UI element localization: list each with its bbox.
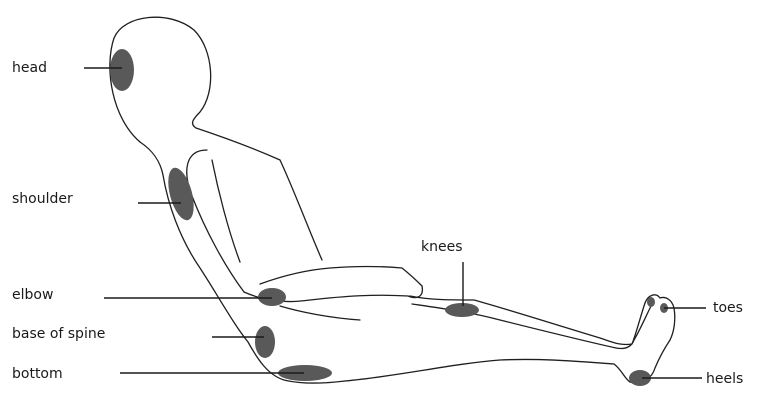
figure-upper-arm-outline [187,150,244,292]
base-of-spine-pressure-area [255,326,275,358]
pressure-areas [110,49,668,386]
heels-label: heels [706,371,743,387]
shoulder-label: shoulder [12,191,73,207]
leader-lines [84,68,706,378]
head-pressure-area [110,49,134,91]
toes-label: toes [713,300,743,316]
knees-pressure-area [445,303,479,317]
toes-pressure-area-left [647,297,655,307]
seated-figure [110,17,675,383]
knees-label: knees [421,239,463,255]
shoulder-pressure-area [163,165,198,223]
figure-torso-front-outline [196,128,322,260]
head-label: head [12,60,47,76]
figure-leg-top-outline [410,296,645,345]
figure-forearm-top-outline [260,267,422,287]
figure-leg-bottom-outline [345,340,670,383]
elbow-label: elbow [12,287,53,303]
bottom-label: bottom [12,366,63,382]
elbow-pressure-area [258,288,286,306]
base-of-spine-label: base of spine [12,326,105,342]
figure-lap-outline [280,306,360,320]
